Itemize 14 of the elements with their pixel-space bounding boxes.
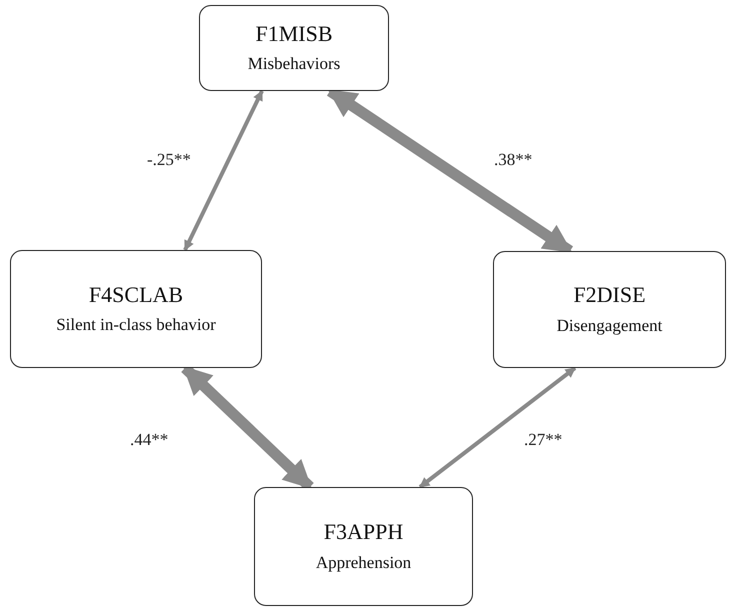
- variable-box: [10, 250, 262, 368]
- factor-code: F2DISE: [573, 282, 646, 309]
- factor-name: Silent in-class behavior: [56, 314, 216, 336]
- factor-code: F4SCLAB: [88, 282, 184, 308]
- double-headed-arrow: [418, 366, 576, 489]
- variable-box: [254, 487, 473, 606]
- factor-name: Apprehension: [316, 552, 412, 574]
- factor-name: Disengagement: [556, 314, 662, 337]
- factor-name: Misbehaviors: [248, 53, 340, 76]
- factor-code: F1MISB: [255, 20, 333, 48]
- double-headed-arrow: [183, 90, 264, 251]
- variable-box: [493, 251, 726, 368]
- factor-code: F3APPH: [324, 519, 404, 546]
- variable-box: [199, 5, 389, 91]
